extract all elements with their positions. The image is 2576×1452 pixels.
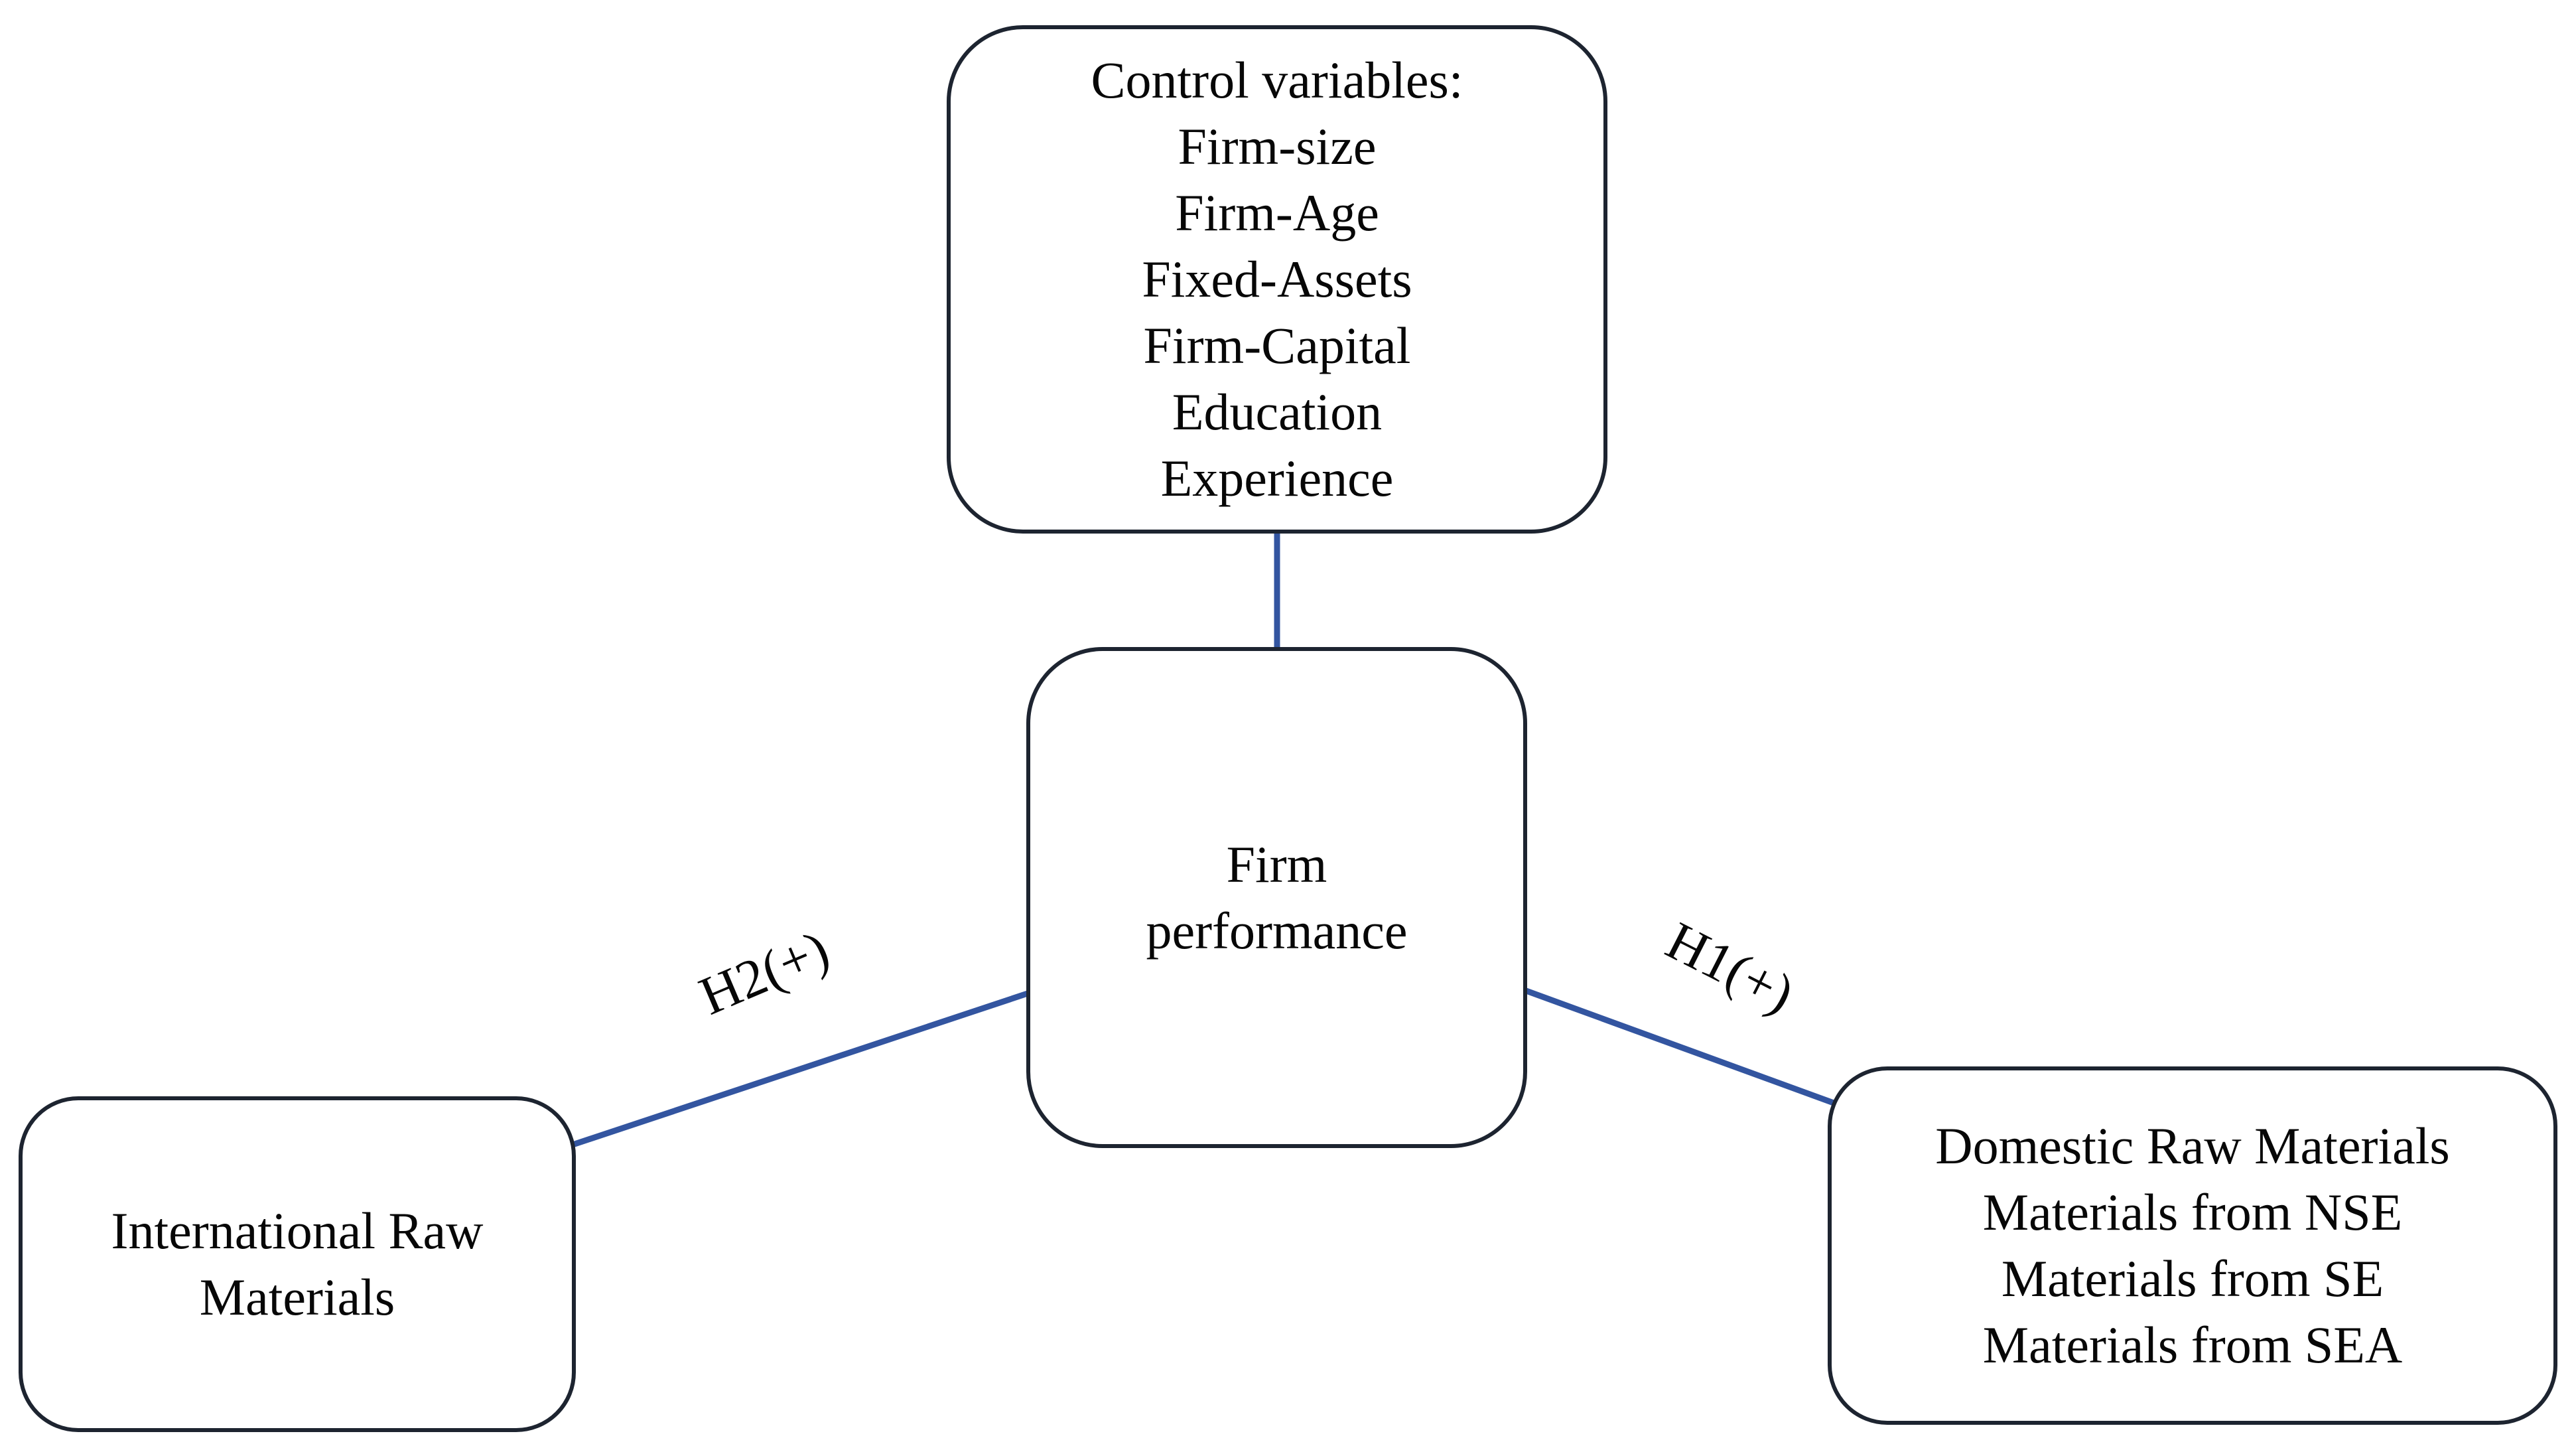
connector-h1-line [1521,986,1835,1106]
control-variable-firm-size: Firm-size [1178,117,1377,175]
materials-from-sea-text-line: Materials from SEA [1982,1316,2403,1374]
control-variable-firm-capital: Firm-Capital [1143,317,1411,374]
firm-performance-box: Firm performance [1026,647,1527,1148]
control-variables-title: Control variables: [1091,51,1463,109]
international-raw-materials-text-line: Materials [199,1268,395,1326]
control-variable-education: Education [1172,383,1383,441]
international-raw-materials-box: International Raw Materials [19,1096,576,1432]
control-variables-box: Control variables: Firm-size Firm-Age Fi… [947,25,1607,534]
international-raw-materials-text-line: International Raw [111,1202,484,1260]
control-variable-experience: Experience [1160,449,1394,507]
domestic-raw-materials-box: Domestic Raw Materials Materials from NS… [1828,1066,2557,1425]
domestic-raw-materials-text-line: Domestic Raw Materials [1935,1117,2450,1175]
control-variable-fixed-assets: Fixed-Assets [1142,250,1412,308]
materials-from-se-text-line: Materials from SE [2001,1250,2384,1307]
control-variable-firm-age: Firm-Age [1175,184,1379,242]
materials-from-nse-text-line: Materials from NSE [1982,1183,2403,1241]
firm-performance-text-line: Firm [1226,835,1327,893]
connector-h2-line [561,989,1033,1151]
firm-performance-text-line: performance [1146,901,1408,960]
